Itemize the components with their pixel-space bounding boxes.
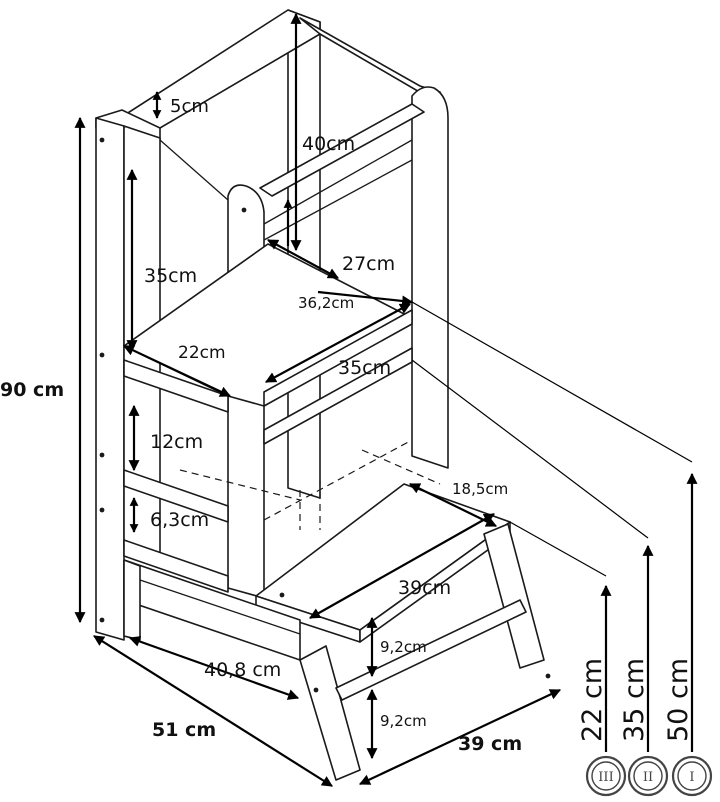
level-2-height-label: 35 cm [619, 658, 650, 742]
width-dimension-line [359, 689, 561, 785]
screw-hole [313, 687, 319, 693]
label-rear-depth: 27cm [342, 253, 395, 275]
level-arrows [600, 472, 698, 752]
step-rung [335, 599, 527, 701]
leader-line-level-3 [509, 521, 607, 577]
platform-width-dimension-line [265, 303, 411, 383]
level-1-badge: I [671, 755, 713, 797]
level-2-badge: II [627, 755, 669, 797]
screw-hole [99, 452, 105, 458]
step-width-dimension-line [309, 513, 495, 619]
label-step-rise-lower: 9,2cm [380, 712, 427, 730]
hidden-rear-lines [179, 439, 441, 530]
leader-line-level-1 [411, 301, 693, 463]
base-side-inner [139, 579, 301, 635]
depth-dimension-line [93, 635, 333, 787]
level-height-labels: 22 cm 35 cm 50 cm [577, 658, 694, 742]
level-badges: III II I [585, 755, 713, 797]
level-2-badge-text: II [643, 770, 653, 785]
screw-hole [545, 673, 551, 679]
base-front-leg [123, 559, 141, 641]
rear-inner-frame [159, 139, 413, 241]
lower-rung-2 [123, 539, 229, 593]
screw-hole [99, 617, 105, 623]
label-platform-side-depth: 22cm [178, 343, 226, 363]
label-rung-upper: 12cm [150, 431, 203, 453]
platform-depth-dimension-line [123, 345, 231, 397]
label-overall-depth: 51 cm [152, 719, 216, 741]
screw-hole [279, 592, 285, 598]
label-rung-lower: 6,3cm [150, 509, 209, 531]
level-leader-lines [411, 301, 693, 577]
label-upper-rail: 40cm [302, 133, 355, 155]
label-overall-width: 39 cm [458, 733, 522, 755]
step-front-leg-left [299, 645, 361, 781]
label-platform-diagonal: 36,2cm [298, 294, 354, 312]
dimension-lines [74, 12, 561, 787]
left-rear-post [95, 117, 125, 641]
platform-diagonal-line [317, 290, 414, 307]
dimension-labels: 5cm 40cm 27cm 36,2cm 35cm 22cm 35cm 12cm… [0, 96, 522, 755]
label-platform-width: 35cm [338, 357, 391, 379]
front-right-post [411, 86, 449, 469]
label-step-width: 39cm [398, 577, 451, 599]
label-top-gap: 5cm [170, 96, 209, 117]
screw-hole [99, 352, 105, 358]
level-3-badge-text: III [598, 770, 613, 785]
level-3-badge: III [585, 755, 627, 797]
label-inner-depth: 40,8 cm [204, 659, 281, 681]
leader-line-level-2 [411, 359, 649, 539]
label-side-opening: 35cm [144, 265, 197, 287]
tower-structure [95, 9, 551, 781]
rear-depth-dimension-line [267, 239, 339, 279]
level-3-height-label: 22 cm [577, 658, 608, 742]
lower-rung-1 [123, 469, 229, 523]
level-1-badge-text: I [689, 770, 694, 785]
step-front-leg-right [483, 523, 545, 669]
level-1-height-label: 50 cm [663, 658, 694, 742]
label-overall-height: 90 cm [0, 379, 64, 401]
label-step-depth: 18,5cm [452, 480, 508, 498]
screw-hole [99, 507, 105, 513]
screw-hole [241, 207, 247, 213]
screw-hole [99, 137, 105, 143]
label-step-rise-upper: 9,2cm [380, 638, 427, 656]
